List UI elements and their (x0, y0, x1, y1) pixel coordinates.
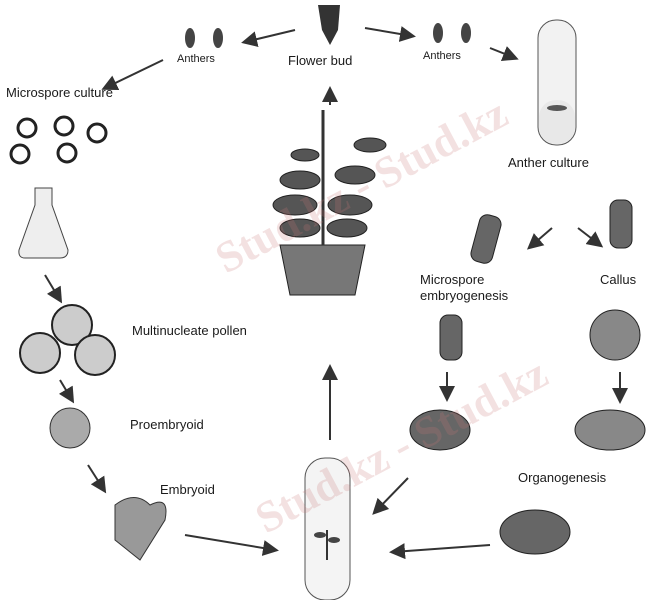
label-anthers-left: Anthers (177, 53, 215, 65)
embryoid-icon (114, 497, 167, 561)
anthers-icon (185, 23, 471, 48)
label-flower-bud: Flower bud (288, 53, 353, 68)
anther-culture-stages (409, 199, 646, 555)
label-embryogenesis: embryogenesis (420, 288, 509, 303)
label-organogenesis: Organogenesis (518, 470, 607, 485)
test-tube-icon (537, 19, 577, 146)
label-microspore-culture: Microspore culture (6, 85, 113, 100)
label-multinucleate-pollen: Multinucleate pollen (132, 323, 247, 338)
label-embryoid: Embryoid (160, 482, 215, 497)
microspores-icon (9, 115, 108, 165)
label-callus: Callus (600, 272, 637, 287)
label-proembryoid: Proembryoid (130, 417, 204, 432)
flask-icon (18, 187, 69, 259)
flower-bud-icon (318, 5, 340, 45)
regeneration-tube-icon (304, 457, 351, 600)
label-anther-culture: Anther culture (508, 155, 589, 170)
label-anthers-right: Anthers (423, 50, 461, 62)
potted-plant-icon (272, 110, 387, 296)
process-arrows (44, 26, 628, 560)
multinucleate-pollen-icon (19, 304, 116, 376)
label-microspore: Microspore (420, 272, 485, 287)
proembryoid-icon (49, 407, 91, 449)
